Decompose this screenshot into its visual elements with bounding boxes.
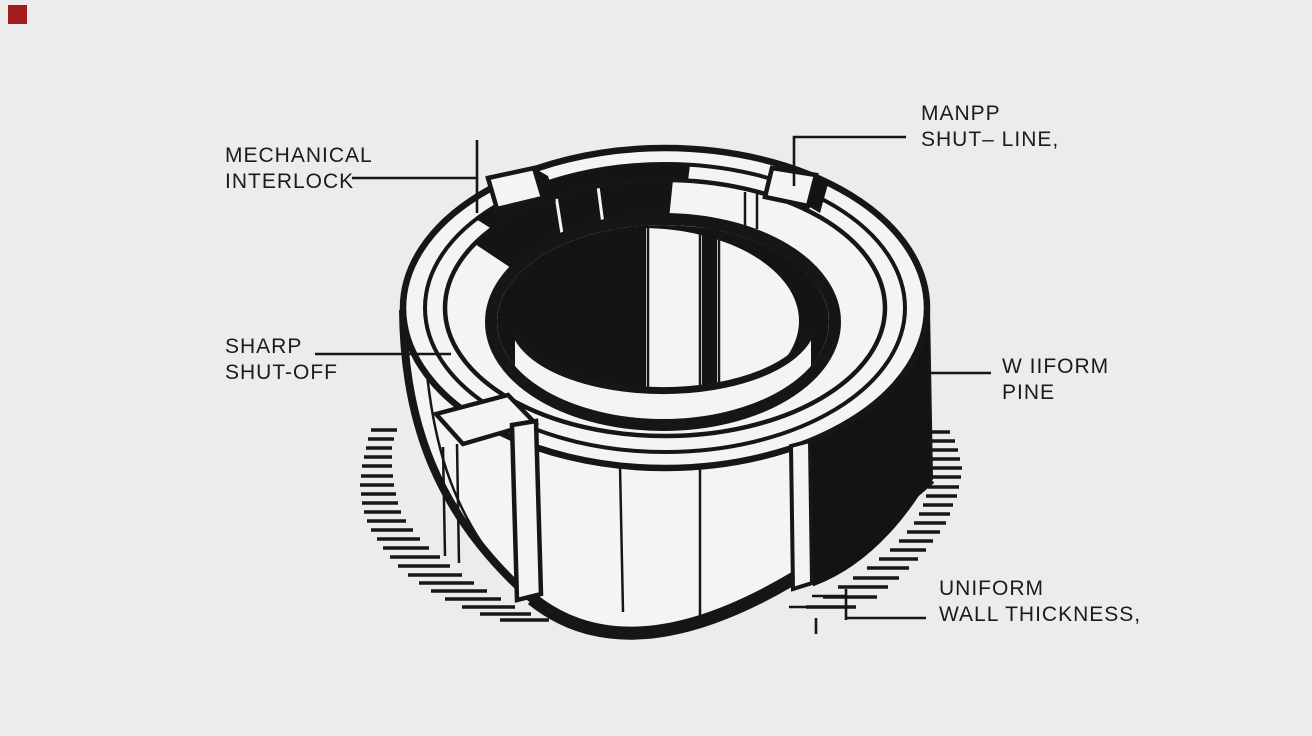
ring-top-face xyxy=(399,144,931,472)
label-line: SHARP xyxy=(225,335,303,358)
leader-manpp-shut-line xyxy=(792,135,906,186)
label-wiiform-pine: W IIFORM PINE xyxy=(1002,354,1109,406)
label-line: INTERLOCK xyxy=(225,170,355,193)
label-mechanical-interlock: MECHANICAL INTERLOCK xyxy=(225,143,373,195)
red-square-marker xyxy=(8,5,27,24)
leader-lines xyxy=(315,135,991,634)
label-line: PINE xyxy=(1002,381,1056,404)
leader-uniform-wall-thickness xyxy=(789,589,926,634)
label-sharp-shut-off: SHARP SHUT-OFF xyxy=(225,334,338,386)
label-line: WALL THICKNESS, xyxy=(939,603,1142,626)
shadow-hatching-left xyxy=(360,428,549,622)
cavity-dark-column xyxy=(702,225,717,419)
label-line: SHUT-OFF xyxy=(225,361,338,384)
label-line: UNIFORM xyxy=(939,577,1044,600)
label-line: W IIFORM xyxy=(1002,355,1110,378)
second-rim-ellipse xyxy=(423,162,907,454)
wall-details xyxy=(431,165,828,618)
label-uniform-wall-thickness: UNIFORM WALL THICKNESS, xyxy=(939,576,1141,628)
cavity-floor-edge xyxy=(511,330,815,395)
wall-seam xyxy=(441,446,447,557)
leader-mechanical-interlock xyxy=(352,140,479,213)
third-rim-ellipse xyxy=(442,177,888,439)
interlock-notch-left-face xyxy=(534,168,556,202)
interlock-notch-right xyxy=(762,165,819,209)
label-line: MANPP xyxy=(921,102,1001,125)
label-manpp-shut-line: MANPP SHUT– LINE, xyxy=(921,101,1059,153)
label-line: MECHANICAL xyxy=(225,144,373,167)
cavity-floor xyxy=(515,332,811,419)
interlock-notch-right-face xyxy=(808,175,828,213)
wall-seam xyxy=(618,465,625,613)
bore-cavity xyxy=(497,225,829,419)
rim-shadow-band-inner xyxy=(475,179,673,270)
wall-seam xyxy=(455,443,461,564)
front-right-slot xyxy=(788,438,815,592)
label-line: SHUT– LINE, xyxy=(921,128,1060,151)
front-left-slot xyxy=(509,418,544,603)
